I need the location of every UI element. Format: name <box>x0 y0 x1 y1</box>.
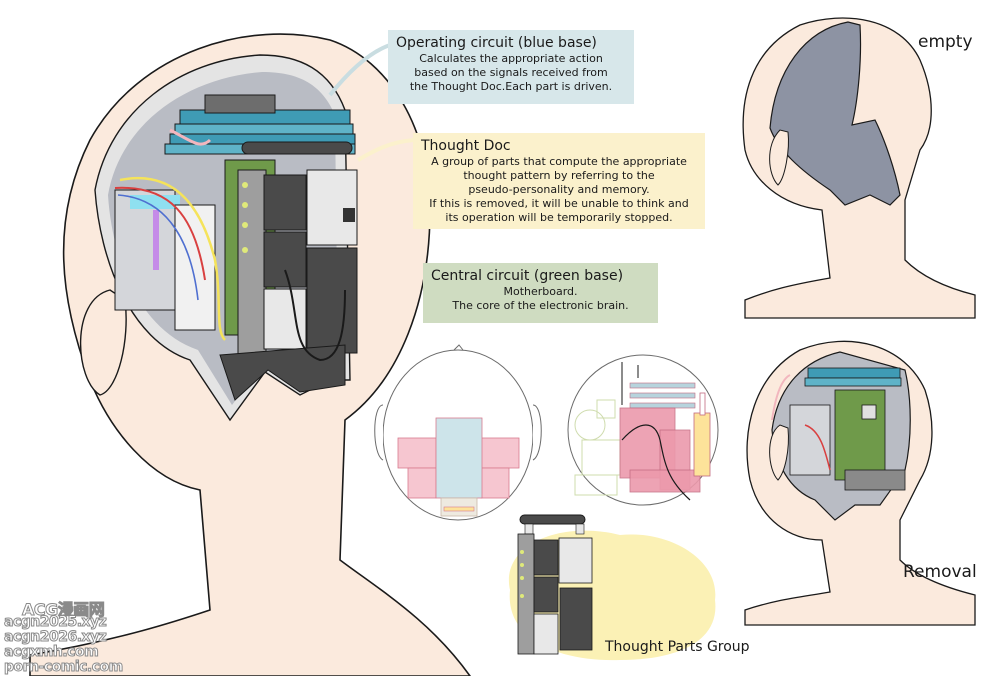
callout-line: the Thought Doc.Each part is driven. <box>409 80 613 93</box>
callout-central-circuit: Central circuit (green base) Motherboard… <box>423 263 658 323</box>
callout-line: its operation will be temporarily stoppe… <box>445 211 673 224</box>
removal-head <box>744 340 976 626</box>
thought-parts-group <box>508 514 716 661</box>
main-head <box>29 33 471 676</box>
label-removal: Removal <box>903 562 977 582</box>
main-ear <box>79 289 127 396</box>
operating-circuit-board <box>164 94 356 155</box>
removal-ear <box>769 424 789 481</box>
wire-blue <box>117 194 199 301</box>
callout-line: pseudo-personality and memory. <box>468 183 650 196</box>
label-thought-parts-group: Thought Parts Group <box>605 639 750 655</box>
callout-line: Motherboard. <box>503 285 578 298</box>
callout-line: based on the signals received from <box>414 66 608 79</box>
callout-line: thought pattern by referring to the <box>463 169 655 182</box>
watermark-line: acgxmh.com <box>3 644 99 661</box>
cyan-light <box>130 195 180 209</box>
purple-strip <box>153 210 159 270</box>
wire-black <box>284 269 346 362</box>
empty-ear <box>769 129 789 186</box>
callout-operating-circuit: Operating circuit (blue base) Calculates… <box>388 30 634 104</box>
callout-title: Operating circuit (blue base) <box>396 35 597 51</box>
empty-cavity <box>769 21 901 206</box>
side-module <box>114 189 176 311</box>
top-view-diagram <box>374 344 542 521</box>
callout-thought-doc: Thought Doc A group of parts that comput… <box>413 133 705 229</box>
callout-line: A group of parts that compute the approp… <box>431 155 687 168</box>
label-empty: empty <box>918 32 973 52</box>
white-module <box>174 204 216 331</box>
callout-line: The core of the electronic brain. <box>452 299 629 312</box>
side-view-diagram <box>567 354 719 506</box>
callout-line: Calculates the appropriate action <box>419 52 603 65</box>
callout-title: Thought Doc <box>421 138 511 154</box>
callout-line: If this is removed, it will be unable to… <box>429 197 689 210</box>
thought-doc-block <box>237 169 358 356</box>
removal-central-board <box>834 389 886 481</box>
watermark-line: porn-comic.com <box>4 659 124 676</box>
leader-operating <box>328 43 391 97</box>
base-tray <box>219 344 346 401</box>
wire-red <box>114 186 206 281</box>
watermark-line: acgn2026.xyz <box>3 629 107 646</box>
leader-thought-doc <box>356 138 415 162</box>
watermark-line: ACG漫画网 <box>21 600 105 620</box>
watermark-line: acgn2025.xyz <box>3 614 107 631</box>
wire-pink <box>169 128 212 146</box>
wire-yellow <box>119 176 226 341</box>
callout-title: Central circuit (green base) <box>431 268 624 284</box>
empty-head <box>742 17 976 319</box>
